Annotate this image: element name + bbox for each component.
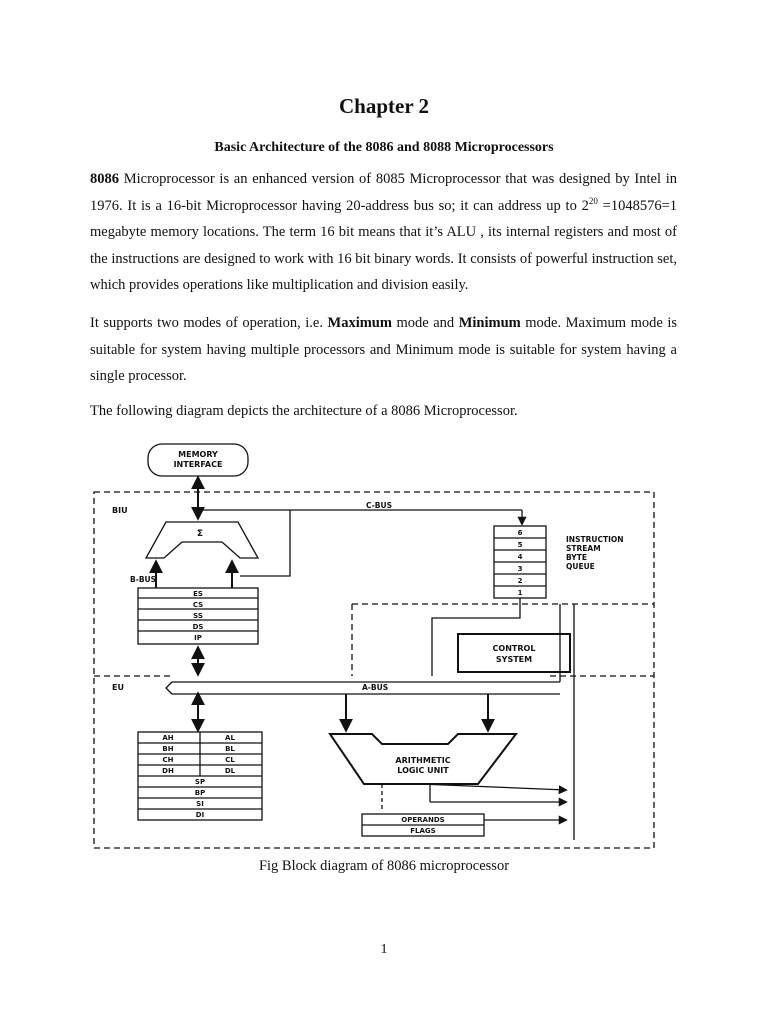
intro-text-a: Microprocessor is an enhanced version of…	[90, 171, 677, 214]
queue-slot-1: 1	[518, 589, 523, 597]
segment-register-cs: CS	[193, 601, 203, 609]
flags-label: FLAGS	[410, 827, 435, 835]
modes-text-c: mode. Maximum mode is suitable for syste…	[90, 315, 677, 384]
register-dl: DL	[225, 767, 236, 775]
exponent: 20	[588, 195, 598, 206]
segment-register-ds: DS	[193, 623, 204, 631]
queue-slot-5: 5	[518, 541, 523, 549]
register-si: SI	[196, 800, 204, 808]
paragraph-intro: 8086 Microprocessor is an enhanced versi…	[90, 166, 677, 299]
eu-label: EU	[112, 683, 124, 692]
segment-register-ip: IP	[194, 634, 202, 642]
segment-register-block	[137, 587, 259, 645]
control-system-label-1: CONTROL	[493, 644, 536, 653]
register-bh: BH	[162, 745, 173, 753]
biu-label: BIU	[112, 506, 128, 515]
bold-term-8086: 8086	[90, 171, 119, 187]
cpu-frame	[93, 491, 655, 849]
register-bl: BL	[225, 745, 235, 753]
register-ah: AH	[162, 734, 173, 742]
modes-text-b: mode and	[391, 315, 459, 331]
control-system-label-2: SYSTEM	[496, 655, 532, 664]
intro-text-b: =1048576=1 megabyte memory locations. Th…	[90, 197, 678, 294]
register-cl: CL	[225, 756, 235, 764]
section-title: Basic Architecture of the 8086 and 8088 …	[214, 140, 554, 155]
queue-slot-3: 3	[518, 565, 523, 573]
queue-slot-6: 6	[518, 529, 523, 537]
sigma-symbol: Σ	[197, 529, 203, 539]
register-bp: BP	[195, 789, 205, 797]
control-system-box	[457, 633, 571, 673]
figure-caption: Fig Block diagram of 8086 microprocessor	[258, 858, 510, 874]
memory-interface-label-1: MEMORY	[178, 450, 218, 459]
memory-interface-label-2: INTERFACE	[174, 460, 223, 469]
alu-label-2: LOGIC UNIT	[397, 766, 449, 775]
queue-slot-4: 4	[518, 553, 523, 561]
segment-register-es: ES	[193, 590, 203, 598]
register-dh: DH	[162, 767, 174, 775]
operands-label: OPERANDS	[401, 816, 444, 824]
bold-maximum: Maximum	[327, 315, 392, 331]
paragraph-diagram-intro: The following diagram depicts the archit…	[90, 403, 518, 419]
register-di: DI	[196, 811, 204, 819]
block-diagram-8086: MEMORY INTERFACE BIU EU C-BUS B-BUS A-BU…	[93, 443, 655, 849]
chapter-heading: Chapter 2	[338, 94, 430, 118]
register-ch: CH	[163, 756, 174, 764]
alu-label-1: ARITHMETIC	[395, 756, 450, 765]
queue-label-4: QUEUE	[566, 562, 595, 571]
page-number: 1	[380, 942, 388, 957]
address-adder	[144, 521, 260, 559]
bold-minimum: Minimum	[458, 315, 521, 331]
a-bus-label: A-BUS	[362, 683, 388, 692]
c-bus-label: C-BUS	[366, 501, 392, 510]
register-al: AL	[225, 734, 235, 742]
queue-label-3: BYTE	[566, 553, 587, 562]
modes-text-a: It supports two modes of operation, i.e.	[90, 315, 328, 331]
alu-shape	[328, 733, 519, 785]
queue-label-1: INSTRUCTION	[566, 535, 624, 544]
queue-slot-2: 2	[518, 577, 523, 585]
segment-register-ss: SS	[193, 612, 203, 620]
b-bus-label: B-BUS	[130, 575, 156, 584]
paragraph-modes: It supports two modes of operation, i.e.…	[90, 310, 677, 390]
queue-label-2: STREAM	[566, 544, 601, 553]
register-sp: SP	[195, 778, 205, 786]
